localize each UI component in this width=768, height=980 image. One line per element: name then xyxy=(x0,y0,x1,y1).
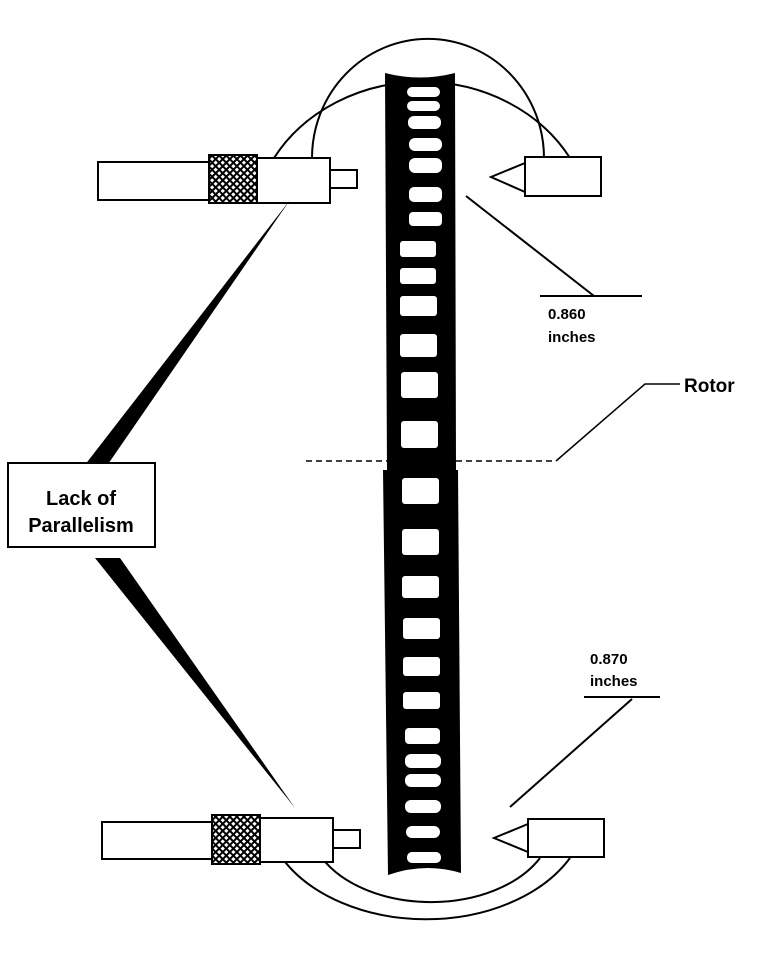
rotor-vent-slot xyxy=(405,774,441,787)
rotor-vent-slot xyxy=(407,852,441,863)
top-measure-unit: inches xyxy=(548,329,596,346)
top-measure-leader xyxy=(465,195,595,297)
rotor-label: Rotor xyxy=(684,376,735,397)
rotor-upper-half xyxy=(385,73,456,470)
rotor-vent-slot xyxy=(403,657,440,676)
upper-micrometer-spindle xyxy=(329,169,358,189)
rotor-vent-slot xyxy=(402,529,439,555)
rotor-vent-slot xyxy=(403,692,440,709)
parallelism-wedges xyxy=(81,200,295,808)
bottom-measurement xyxy=(509,696,660,808)
rotor-lower-half xyxy=(383,470,461,875)
rotor-vent-slot xyxy=(405,728,440,744)
lower-anvil-tip xyxy=(491,822,529,854)
lower-micrometer-thimble-hatched xyxy=(211,814,261,865)
rotor-vent-slot xyxy=(402,576,439,598)
rotor-vent-slot xyxy=(400,296,437,316)
upper-micrometer-barrel xyxy=(97,161,211,201)
bottom-measure-unit: inches xyxy=(590,673,638,690)
rotor-vent-slot xyxy=(400,241,436,257)
rotor-leader-line xyxy=(555,383,680,462)
rotor-vent-slot xyxy=(403,618,440,639)
rotor-vent-slot xyxy=(400,268,436,284)
rotor-vent-slot xyxy=(401,372,438,398)
lower-frame-outer-arc xyxy=(281,857,571,921)
lower-micrometer-spindle xyxy=(332,829,361,849)
top-measure-value: 0.860 xyxy=(548,306,586,323)
rotor-vent-slot xyxy=(409,187,442,202)
rotor-vent-slot xyxy=(405,800,441,813)
rotor-leader xyxy=(306,383,680,462)
rotor-vent-slot xyxy=(402,478,439,504)
rotor-vent-slot xyxy=(408,116,441,129)
upper-wedge xyxy=(81,200,290,470)
rotor-vent-slot xyxy=(401,421,438,448)
rotor-vent-slot xyxy=(406,826,440,838)
upper-micrometer xyxy=(97,154,358,204)
lack-of-parallelism-callout: Lack of Parallelism xyxy=(7,462,156,548)
upper-anvil-body xyxy=(524,156,602,197)
rotor-vent-slot xyxy=(405,754,441,768)
upper-anvil-tip xyxy=(488,161,526,194)
lower-anvil xyxy=(491,818,605,858)
lower-micrometer xyxy=(101,814,361,865)
callout-line-1: Lack of xyxy=(46,488,116,510)
lower-micrometer-sleeve xyxy=(258,817,334,863)
lower-anvil-body xyxy=(527,818,605,858)
rotor-vent-slot xyxy=(409,138,442,151)
upper-micrometer-sleeve xyxy=(255,157,331,204)
lower-frame-inner-arc xyxy=(321,857,541,904)
lower-wedge xyxy=(95,558,295,808)
rotor-vent-slot xyxy=(407,101,440,111)
upper-frame-inner-arc xyxy=(311,37,545,159)
bottom-measure-value: 0.870 xyxy=(590,651,628,668)
callout-line-2: Parallelism xyxy=(28,515,134,537)
callout-box xyxy=(7,462,156,548)
top-measurement xyxy=(465,195,642,297)
lower-caliper-frame xyxy=(281,857,571,921)
bottom-measure-leader xyxy=(509,698,633,808)
rotor-vent-slot xyxy=(409,158,442,173)
lower-micrometer-barrel xyxy=(101,821,215,860)
upper-micrometer-thimble-hatched xyxy=(208,154,258,204)
rotor-vent-slot xyxy=(400,334,437,357)
upper-anvil xyxy=(488,156,602,197)
rotor-vent-slot xyxy=(407,87,440,97)
rotor-vent-slot xyxy=(409,212,442,226)
